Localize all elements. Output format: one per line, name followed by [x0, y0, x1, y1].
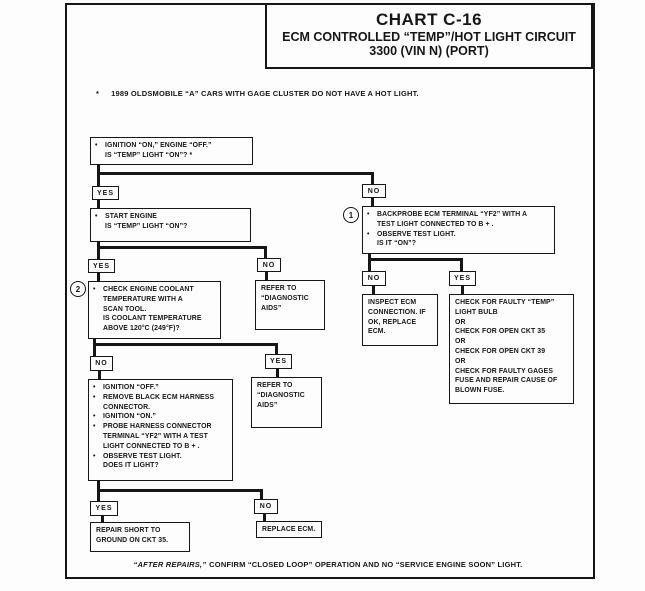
chart-id: CHART C-16: [375, 10, 483, 29]
bullet-icon: •: [95, 142, 98, 149]
connector-no4-stub: [98, 370, 101, 380]
node-refer-diagnostic-aids-1: REFER TO “DIAGNOSTIC AIDS”: [255, 280, 325, 330]
chart-title-box: CHART C-16 ECM CONTROLLED “TEMP”/HOT LIG…: [265, 3, 593, 69]
connector-box2-down: [97, 241, 100, 260]
node-harness-probe: •IGNITION “OFF.” •REMOVE BLACK ECM HARNE…: [88, 379, 233, 481]
decision-no-4: NO: [90, 356, 113, 371]
node-refer-diagnostic-aids-2: REFER TO “DIAGNOSTIC AIDS”: [251, 377, 322, 428]
node-check-faulty: CHECK FOR FAULTY “TEMP” LIGHT BULB OR CH…: [449, 294, 574, 404]
step-badge-1: 1: [343, 207, 359, 223]
connector-branch5-no-down: [260, 489, 263, 500]
connector-yes4-stub: [276, 368, 279, 378]
connector-branch4-horizontal: [93, 343, 278, 346]
after-repairs-emphasis: “AFTER REPAIRS,”: [133, 560, 207, 569]
after-repairs-note: “AFTER REPAIRS,”CONFIRM “CLOSED LOOP” OP…: [65, 560, 591, 569]
connector-branch2-horizontal: [97, 246, 267, 249]
connector-branch4-yes-down: [275, 343, 278, 355]
decision-yes-2: YES: [88, 259, 115, 273]
connector-no1-stub: [371, 197, 374, 207]
decision-no-3: NO: [362, 271, 386, 286]
connector-yes2-stub: [97, 272, 100, 282]
decision-yes-1: YES: [92, 186, 119, 200]
footnote-marker: *: [96, 89, 100, 98]
connector-no5-stub: [263, 513, 266, 522]
connector-yes1-stub: [97, 199, 100, 209]
connector-box1-down: [97, 164, 100, 187]
connector-yes5-stub: [101, 515, 104, 523]
connector-branch2-no-down: [264, 246, 267, 259]
connector-box3-down: [93, 338, 96, 357]
connector-branch5-horizontal: [97, 489, 263, 492]
connector-backprobe-down: [368, 252, 371, 272]
node-backprobe: •BACKPROBE ECM TERMINAL “YF2” WITH A TES…: [362, 206, 555, 254]
node-repair-short: REPAIR SHORT TO GROUND ON CKT 35.: [90, 522, 190, 552]
step-badge-2: 2: [70, 281, 86, 297]
connector-branch1-horizontal: [97, 172, 374, 175]
connector-no2-stub: [265, 271, 268, 281]
connector-yes3-stub: [461, 285, 464, 295]
decision-no-1: NO: [362, 184, 386, 198]
decision-yes-3: YES: [449, 271, 476, 286]
decision-no-2: NO: [257, 258, 281, 272]
chart-subtitle-line2: 3300 (VIN N) (PORT): [369, 44, 489, 59]
node-ignition-check: •IGNITION “ON,” ENGINE “OFF.” IS “TEMP” …: [90, 137, 253, 165]
after-repairs-text: CONFIRM “CLOSED LOOP” OPERATION AND NO “…: [209, 560, 523, 569]
decision-yes-5: YES: [90, 501, 118, 516]
node-start-engine: •START ENGINE IS “TEMP” LIGHT “ON”?: [90, 208, 251, 242]
chart-subtitle-line1: ECM CONTROLLED “TEMP”/HOT LIGHT CIRCUIT: [282, 30, 576, 44]
connector-branch1-no-down: [371, 172, 374, 185]
connector-no3-stub: [372, 285, 375, 295]
footnote-text: 1989 OLDSMOBILE “A” CARS WITH GAGE CLUST…: [111, 89, 419, 98]
decision-no-5: NO: [254, 499, 278, 514]
connector-branch3-yes-down: [460, 258, 463, 272]
connector-branch3-horizontal: [368, 258, 463, 261]
node-coolant-check: •CHECK ENGINE COOLANT TEMPERATURE WITH A…: [88, 281, 221, 339]
node-inspect-ecm: INSPECT ECM CONNECTION. IF OK, REPLACE E…: [362, 294, 438, 346]
footnote: * 1989 OLDSMOBILE “A” CARS WITH GAGE CLU…: [96, 89, 419, 98]
decision-yes-4: YES: [265, 354, 292, 369]
node-replace-ecm: REPLACE ECM.: [256, 521, 322, 538]
